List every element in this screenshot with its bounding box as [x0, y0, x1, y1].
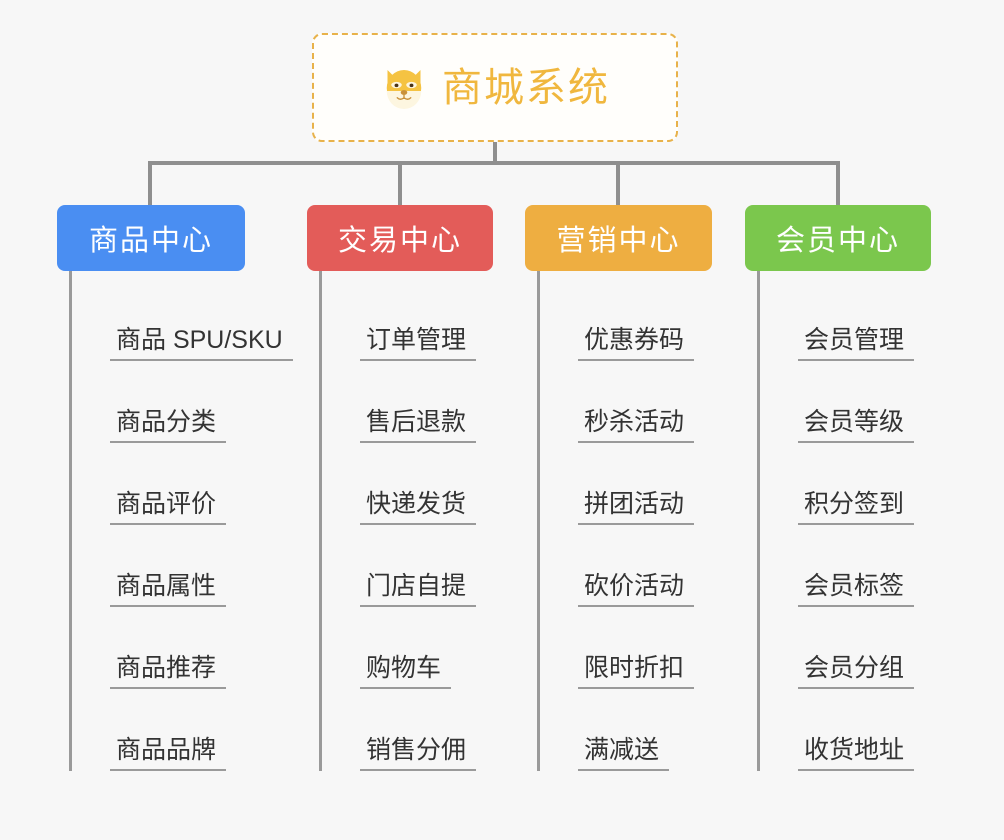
leaf-label: 满减送 — [578, 736, 670, 771]
branch-label: 会员中心 — [775, 225, 900, 257]
leaf-label: 秒杀活动 — [578, 408, 695, 443]
connector-drop-1 — [148, 161, 152, 207]
leaf-label: 会员分组 — [798, 654, 915, 689]
leaf-item[interactable]: 商品评价 — [72, 443, 317, 525]
leaf-item[interactable]: 售后退款 — [322, 361, 537, 443]
leaf-label: 限时折扣 — [578, 654, 695, 689]
leaf-item[interactable]: 商品推荐 — [72, 607, 317, 689]
leaf-item[interactable]: 商品 SPU/SKU — [72, 279, 317, 361]
connector-drop-3 — [616, 161, 620, 207]
connector-horizontal-bar — [150, 161, 840, 165]
branch-header-member-center[interactable]: 会员中心 — [745, 205, 931, 271]
leaf-label: 商品推荐 — [110, 654, 227, 689]
connector-drop-4 — [836, 161, 840, 207]
leaf-label: 购物车 — [360, 654, 452, 689]
leaf-item[interactable]: 商品品牌 — [72, 689, 317, 771]
branch-header-trade-center[interactable]: 交易中心 — [307, 205, 493, 271]
branch-header-marketing-center[interactable]: 营销中心 — [525, 205, 712, 271]
dog-face-icon — [380, 64, 428, 112]
leaf-label: 商品 SPU/SKU — [110, 326, 293, 361]
leaf-item[interactable]: 会员管理 — [760, 279, 975, 361]
leaf-item[interactable]: 砍价活动 — [540, 525, 755, 607]
leaf-item[interactable]: 满减送 — [540, 689, 755, 771]
branch-product-center: 商品中心 商品 SPU/SKU 商品分类 商品评价 商品属性 商品推荐 商品品牌 — [57, 205, 317, 771]
leaf-item[interactable]: 限时折扣 — [540, 607, 755, 689]
leaf-label: 商品分类 — [110, 408, 227, 443]
connector-drop-2 — [398, 161, 402, 207]
leaf-item[interactable]: 门店自提 — [322, 525, 537, 607]
leaf-label: 订单管理 — [360, 326, 477, 361]
leaf-label: 门店自提 — [360, 572, 477, 607]
leaf-item[interactable]: 会员标签 — [760, 525, 975, 607]
leaf-label: 会员标签 — [798, 572, 915, 607]
leaf-label: 会员等级 — [798, 408, 915, 443]
leaf-item[interactable]: 购物车 — [322, 607, 537, 689]
leaf-label: 拼团活动 — [578, 490, 695, 525]
leaf-item[interactable]: 收货地址 — [760, 689, 975, 771]
leaf-label: 砍价活动 — [578, 572, 695, 607]
leaf-item[interactable]: 商品分类 — [72, 361, 317, 443]
leaf-label: 快递发货 — [360, 490, 477, 525]
leaf-item[interactable]: 优惠券码 — [540, 279, 755, 361]
branch-items-marketing-center: 优惠券码 秒杀活动 拼团活动 砍价活动 限时折扣 满减送 — [537, 271, 755, 771]
branch-trade-center: 交易中心 订单管理 售后退款 快递发货 门店自提 购物车 销售分佣 — [307, 205, 537, 771]
branch-member-center: 会员中心 会员管理 会员等级 积分签到 会员标签 会员分组 收货地址 — [745, 205, 975, 771]
leaf-label: 销售分佣 — [360, 736, 477, 771]
leaf-label: 会员管理 — [798, 326, 915, 361]
leaf-item[interactable]: 积分签到 — [760, 443, 975, 525]
branch-marketing-center: 营销中心 优惠券码 秒杀活动 拼团活动 砍价活动 限时折扣 满减送 — [525, 205, 755, 771]
leaf-label: 商品品牌 — [110, 736, 227, 771]
branch-header-product-center[interactable]: 商品中心 — [57, 205, 245, 271]
root-node[interactable]: 商城系统 — [312, 33, 678, 142]
leaf-item[interactable]: 快递发货 — [322, 443, 537, 525]
leaf-label: 优惠券码 — [578, 326, 695, 361]
connector-stem — [493, 142, 497, 164]
root-title: 商城系统 — [442, 65, 610, 110]
branch-items-trade-center: 订单管理 售后退款 快递发货 门店自提 购物车 销售分佣 — [319, 271, 537, 771]
leaf-item[interactable]: 商品属性 — [72, 525, 317, 607]
branch-items-product-center: 商品 SPU/SKU 商品分类 商品评价 商品属性 商品推荐 商品品牌 — [69, 271, 317, 771]
leaf-label: 收货地址 — [798, 736, 915, 771]
branch-label: 商品中心 — [88, 225, 213, 257]
leaf-item[interactable]: 销售分佣 — [322, 689, 537, 771]
branch-label: 交易中心 — [337, 225, 462, 257]
leaf-label: 商品属性 — [110, 572, 227, 607]
leaf-item[interactable]: 订单管理 — [322, 279, 537, 361]
leaf-item[interactable]: 会员分组 — [760, 607, 975, 689]
leaf-label: 积分签到 — [798, 490, 915, 525]
branch-items-member-center: 会员管理 会员等级 积分签到 会员标签 会员分组 收货地址 — [757, 271, 975, 771]
leaf-item[interactable]: 拼团活动 — [540, 443, 755, 525]
leaf-item[interactable]: 秒杀活动 — [540, 361, 755, 443]
branch-label: 营销中心 — [556, 225, 681, 257]
leaf-label: 售后退款 — [360, 408, 477, 443]
leaf-item[interactable]: 会员等级 — [760, 361, 975, 443]
leaf-label: 商品评价 — [110, 490, 227, 525]
